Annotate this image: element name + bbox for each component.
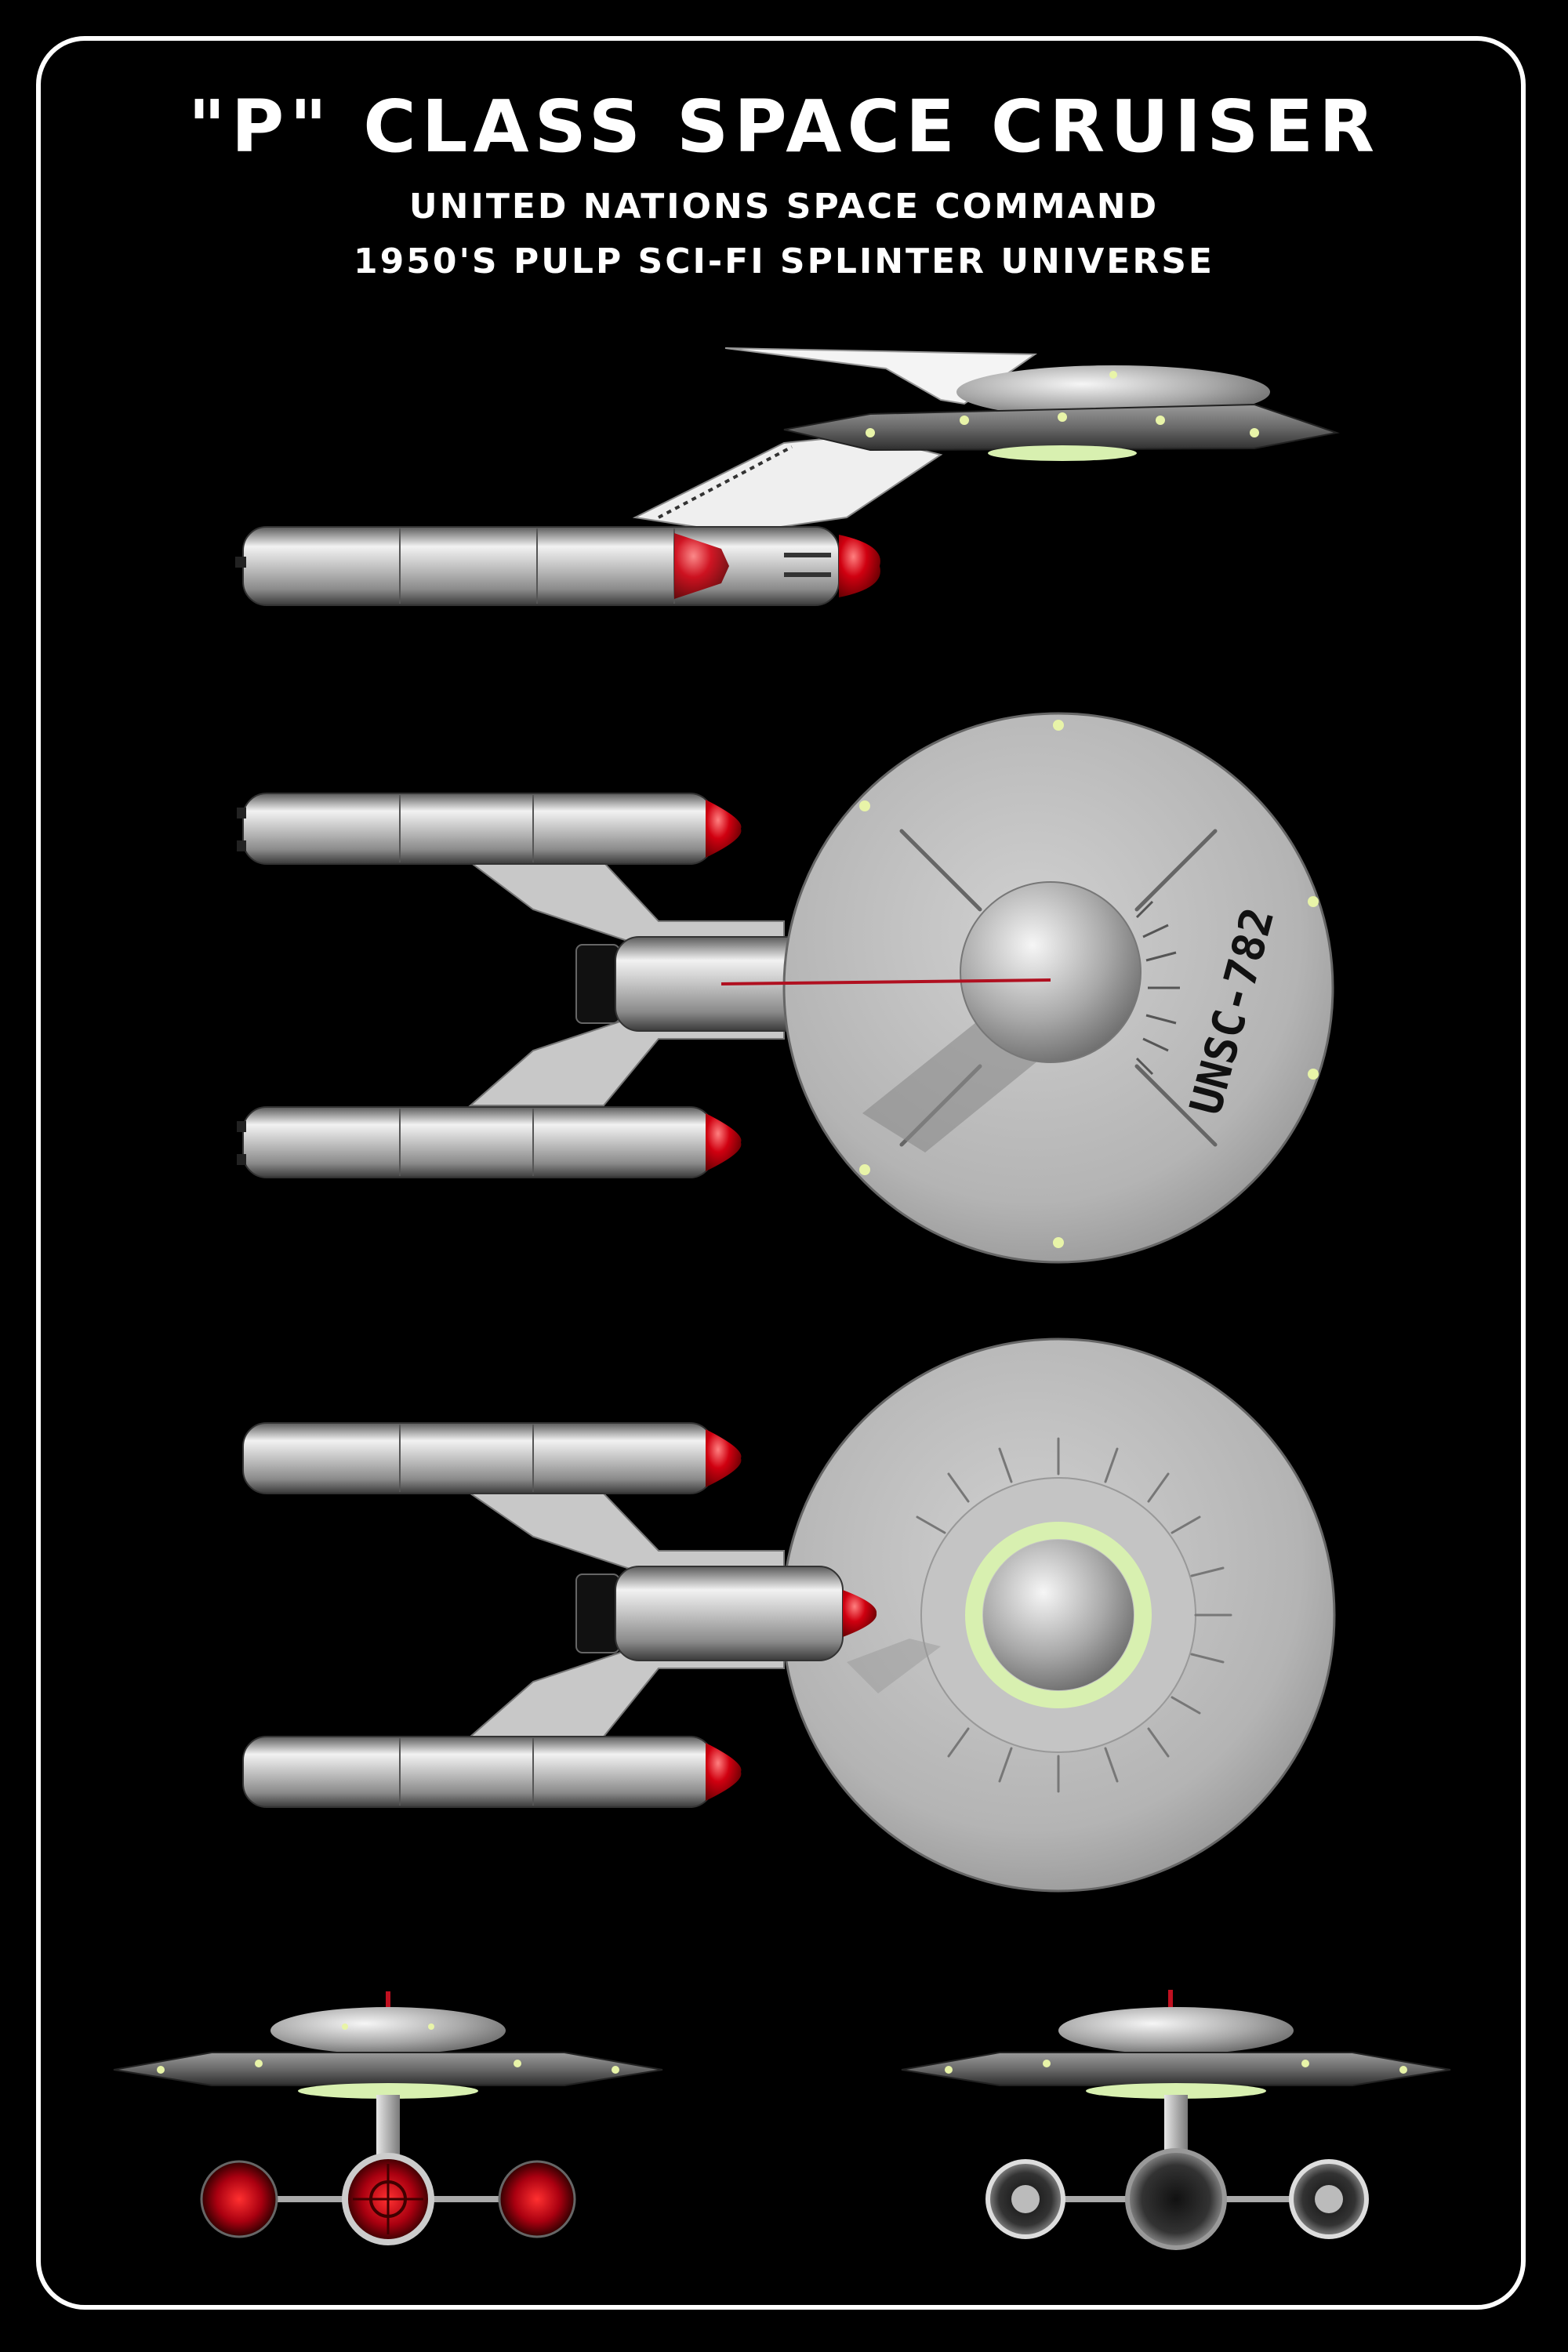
front-saucer-dome: [270, 2007, 506, 2054]
top-engine-exhaust: [575, 944, 620, 1024]
poster-subtitle-universe: 1950'S PULP SCI-FI SPLINTER UNIVERSE: [354, 241, 1214, 281]
rear-main-exhaust: [1125, 2148, 1227, 2250]
rear-saucer-dome: [1058, 2007, 1294, 2054]
side-nose-cone: [839, 535, 880, 597]
front-nacelle-left: [200, 2160, 278, 2238]
bottom-deflector-cone: [843, 1590, 877, 1637]
top-bridge-dome: [960, 881, 1142, 1063]
top-spine-line: [720, 978, 1051, 985]
top-nacelle-lower-cone: [706, 1113, 742, 1171]
front-nacelle-right: [498, 2160, 576, 2238]
top-nacelle-upper: [242, 793, 714, 865]
bottom-view: [242, 1338, 1336, 1893]
top-view: UNSC-782: [237, 712, 1334, 1264]
poster-title: "P" CLASS SPACE CRUISER: [187, 85, 1381, 169]
top-nacelle-upper-cone: [706, 800, 742, 858]
rear-saucer-disc: [901, 2052, 1451, 2086]
rear-view: [901, 1990, 1451, 2250]
bottom-engine-exhaust: [575, 1573, 620, 1653]
bottom-engineering-hull: [615, 1566, 844, 1661]
side-saucer-disc: [783, 403, 1340, 452]
rear-glow-ring: [1086, 2083, 1266, 2099]
side-view: [235, 347, 1340, 606]
top-pylon-upper: [468, 862, 785, 949]
front-saucer-disc: [113, 2052, 663, 2086]
bottom-glow-ring: [965, 1522, 1152, 1708]
bottom-pylon-upper: [467, 1493, 785, 1577]
side-glow-ring: [988, 445, 1137, 461]
bottom-nacelle-upper: [242, 1422, 714, 1494]
top-nacelle-lower: [242, 1106, 714, 1178]
poster-frame: [36, 36, 1526, 2310]
side-secondary-hull: [242, 526, 840, 606]
bottom-nacelle-lower: [242, 1736, 714, 1808]
front-view: [113, 1991, 663, 2245]
poster-subtitle-organization: UNITED NATIONS SPACE COMMAND: [408, 187, 1160, 227]
front-glow-ring: [298, 2083, 478, 2099]
